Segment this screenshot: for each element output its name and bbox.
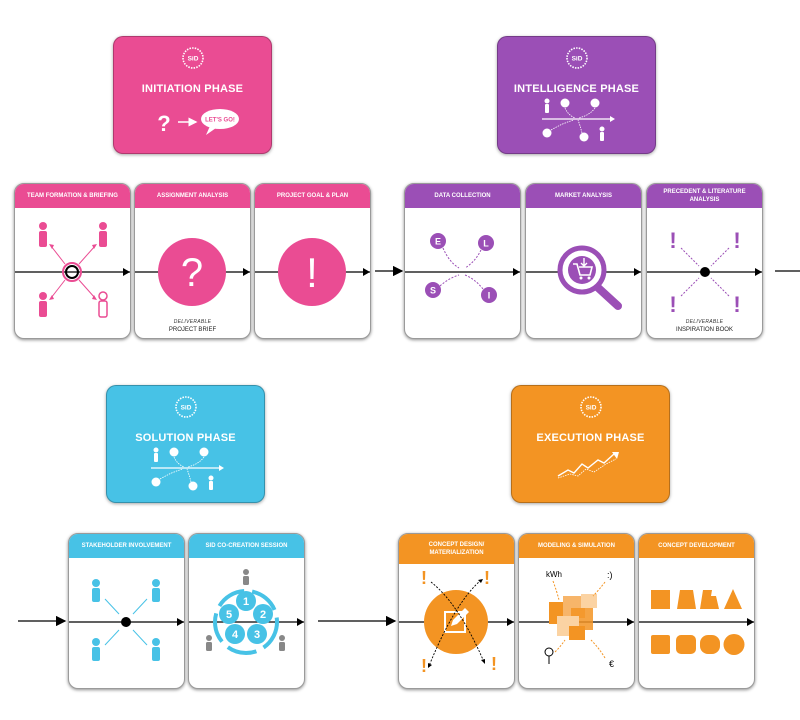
edit-icon [444,608,469,633]
precedent-analysis-diagram: ! ! ! ! [647,228,762,317]
person-icon [39,222,107,317]
exclamation-icon: ! [484,568,490,588]
deliverable-name: PROJECT BRIEF [168,327,217,333]
step-number: 2 [260,609,266,621]
letter-i: I [488,291,491,301]
shape-variants-icon [651,589,745,655]
exclamation-icon: ! [421,656,427,676]
step-number: 4 [232,629,239,641]
magnifier-cart-icon [557,245,622,310]
precedent-analysis-card: PRECEDENT & LITERATURE ANALYSIS ! ! ! ! … [646,183,763,339]
market-analysis-diagram [526,245,641,310]
svg-text:SiD: SiD [571,56,582,63]
data-collection-diagram: E L S I [405,233,520,303]
question-mark-icon: ? [181,251,203,295]
person-icon [206,569,285,651]
question-mark-icon: ? [157,111,170,136]
modeling-simulation-card: MODELING & SIMULATION kWh :) € [518,533,635,689]
step-number: 5 [226,609,232,621]
concept-design-diagram: ! ! ! ! [399,568,514,676]
assignment-analysis-diagram: ? [135,238,250,306]
assignment-analysis-card: ASSIGNMENT ANALYSIS ? DELIVERABLE PROJEC… [134,183,251,339]
concept-development-title: CONCEPT DEVELOPMENT [639,534,754,558]
initiation-phase-card: SiD INITIATION PHASE ? LET'S GO! [113,36,272,154]
concept-design-title: CONCEPT DESIGN/ MATERIALIZATION [399,534,514,564]
stakeholder-involvement-title: STAKEHOLDER INVOLVEMENT [69,534,184,558]
cocreation-session-card: SID CO-CREATION SESSION 1 2 3 4 5 [188,533,305,689]
exclamation-icon: ! [491,654,497,674]
modeling-simulation-title: MODELING & SIMULATION [519,534,634,558]
euro-label: € [609,659,614,669]
sid-logo-icon: SiD [174,396,197,418]
question-to-go-icon: ? LET'S GO! [157,109,239,136]
modeling-simulation-diagram: kWh :) € [519,570,634,669]
letter-l: L [483,239,489,249]
growth-chart-icon [557,452,619,479]
solution-phase-card: SiD SOLUTION PHASE [106,385,265,503]
exclamation-icon: ! [669,292,676,317]
project-goal-diagram: ! [255,238,370,306]
solution-flow-icon [151,447,224,491]
intelligence-phase-title: INTELLIGENCE PHASE [513,83,640,95]
cocreation-session-title: SID CO-CREATION SESSION [189,534,304,558]
data-collection-card: DATA COLLECTION E L S I [404,183,521,339]
project-goal-card: PROJECT GOAL & PLAN ! [254,183,371,339]
exclamation-icon: ! [421,568,427,588]
exclamation-icon: ! [733,292,740,317]
assignment-analysis-title: ASSIGNMENT ANALYSIS [135,184,250,208]
exclamation-icon: ! [733,228,740,253]
sid-logo-icon: SiD [565,47,588,69]
concept-development-card: CONCEPT DEVELOPMENT [638,533,755,689]
data-collection-title: DATA COLLECTION [405,184,520,208]
market-analysis-card: MARKET ANALYSIS [525,183,642,339]
step-number: 3 [254,629,260,641]
market-analysis-title: MARKET ANALYSIS [526,184,641,208]
letter-e: E [435,237,441,247]
svg-text:SiD: SiD [180,405,191,412]
team-formation-card: TEAM FORMATION & BRIEFING [14,183,131,339]
initiation-phase-title: INITIATION PHASE [141,83,244,95]
concept-design-card: CONCEPT DESIGN/ MATERIALIZATION ! ! ! ! [398,533,515,689]
sid-logo-icon: SiD [181,47,204,69]
letter-s: S [430,286,436,296]
deliverable-label: DELIVERABLE [685,319,724,325]
execution-phase-title: EXECUTION PHASE [536,432,645,444]
execution-phase-card: SiD EXECUTION PHASE [511,385,670,503]
precedent-analysis-title: PRECEDENT & LITERATURE ANALYSIS [647,184,762,208]
deliverable-name: INSPIRATION BOOK [676,327,733,333]
team-formation-title: TEAM FORMATION & BRIEFING [15,184,130,208]
lets-go-bubble-text: LET'S GO! [205,118,235,124]
solution-phase-title: SOLUTION PHASE [135,432,236,444]
smiley-label: :) [607,570,613,580]
cocreation-session-diagram: 1 2 3 4 5 [189,569,304,655]
exclamation-icon: ! [669,228,676,253]
svg-text:SiD: SiD [585,405,596,412]
sid-logo-text: SiD [187,56,198,63]
stakeholder-involvement-card: STAKEHOLDER INVOLVEMENT [68,533,185,689]
concept-development-diagram [639,589,754,655]
stakeholder-involvement-diagram [69,579,184,661]
sid-logo-icon: SiD [579,396,602,418]
project-goal-title: PROJECT GOAL & PLAN [255,184,370,208]
intelligence-phase-card: SiD INTELLIGENCE PHASE [497,36,656,154]
exclamation-icon: ! [306,249,318,296]
step-number: 1 [243,596,249,608]
person-icon [92,579,160,661]
intelligence-flow-icon [542,98,615,142]
team-formation-diagram [15,222,130,318]
pin-icon [544,647,554,664]
deliverable-label: DELIVERABLE [173,319,212,325]
kwh-label: kWh [546,570,562,579]
